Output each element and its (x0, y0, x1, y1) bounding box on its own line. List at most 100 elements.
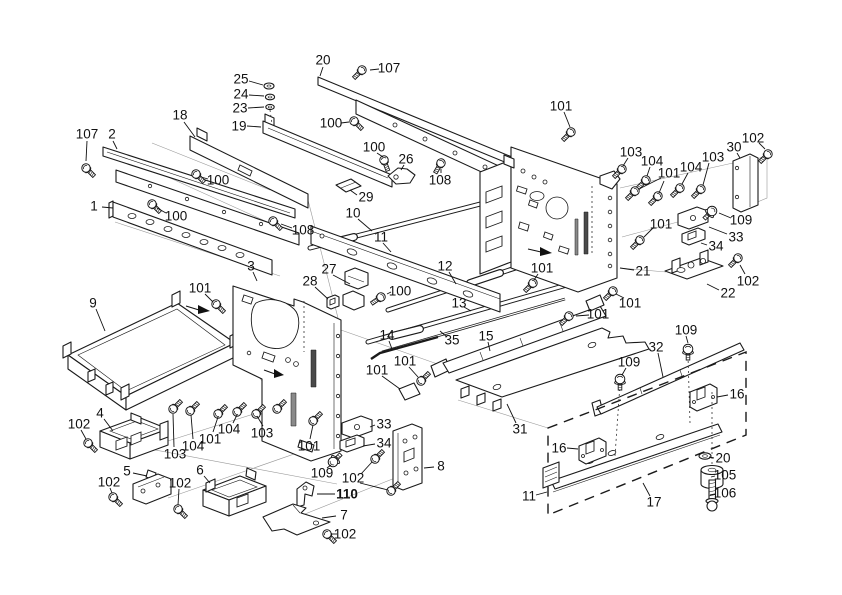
centerline (687, 355, 691, 424)
leader-line (340, 121, 350, 124)
part-16-bracket-upper (689, 383, 718, 412)
callout-109: 109 (730, 213, 753, 228)
callout-7: 7 (340, 508, 348, 523)
callout-109: 109 (618, 355, 641, 370)
callout-25: 25 (233, 72, 248, 87)
leader-line (200, 176, 209, 180)
part-21-side-frame (479, 146, 621, 293)
part-14-link (370, 335, 439, 360)
part-18-rail (189, 127, 309, 209)
callout-19: 19 (231, 119, 246, 134)
part-24-washer (264, 93, 276, 101)
leader-line (80, 429, 87, 440)
part-1-slide-rail (108, 200, 273, 276)
callout-34: 34 (376, 436, 392, 451)
leader-line (95, 308, 106, 332)
callout-26: 26 (398, 152, 413, 167)
callout-101: 101 (650, 217, 673, 232)
leader-line (369, 68, 380, 71)
callout-103: 103 (702, 150, 725, 165)
callout-11: 11 (374, 230, 388, 245)
callout-16: 16 (729, 387, 744, 402)
callout-6: 6 (196, 463, 204, 478)
leader-line (619, 267, 635, 271)
leader-line (204, 293, 214, 303)
leader-line (681, 172, 689, 185)
callout-103: 103 (620, 145, 643, 160)
leader-line (357, 218, 373, 232)
leader-line (252, 271, 258, 282)
callout-3: 3 (247, 259, 255, 274)
leader-line (388, 340, 393, 350)
part-31-plate (455, 327, 650, 412)
part-17-sled (542, 423, 723, 493)
part-4-housing (99, 412, 169, 460)
leader-line (709, 493, 716, 496)
leader-line (386, 291, 392, 295)
callout-29: 29 (358, 190, 373, 205)
callout-101: 101 (189, 281, 212, 296)
callout-28: 28 (302, 274, 317, 289)
leader-line (362, 443, 376, 447)
callout-101: 101 (658, 166, 681, 181)
leader-line (248, 94, 265, 97)
leader-line (212, 416, 219, 433)
part-25-washer (263, 82, 275, 90)
leader-line (535, 491, 548, 496)
callout-102: 102 (98, 475, 121, 490)
callout-102: 102 (742, 131, 765, 146)
callout-101: 101 (619, 296, 642, 311)
part-105-damper (700, 464, 724, 490)
leader-line (463, 306, 472, 312)
part-33-bracket-left (341, 415, 373, 439)
leader-line (156, 207, 167, 214)
callout-5: 5 (123, 464, 131, 479)
leader-line (232, 414, 238, 424)
leader-line (708, 456, 715, 459)
callout-100: 100 (165, 209, 188, 224)
part-3-side-frame (232, 285, 342, 462)
part-110-bracket (296, 481, 315, 508)
callout-17: 17 (646, 495, 661, 510)
callout-20: 20 (315, 53, 330, 68)
callout-109: 109 (675, 323, 698, 338)
leader-line (400, 164, 405, 171)
leader-line (708, 226, 728, 235)
leader-line (638, 177, 662, 190)
callout-109: 109 (311, 466, 334, 481)
callout-10: 10 (345, 206, 360, 221)
part-19-rail (262, 113, 393, 188)
callout-16: 16 (551, 441, 566, 456)
callout-108: 108 (292, 223, 315, 238)
callout-104: 104 (218, 422, 241, 437)
leader-line (643, 227, 654, 238)
callout-110: 110 (336, 487, 358, 502)
leader-line (566, 447, 579, 450)
part-7-plate (262, 503, 331, 536)
part-30-plate (732, 153, 759, 213)
callout-23: 23 (232, 101, 247, 116)
callout-101: 101 (531, 261, 554, 276)
leader-line (622, 157, 629, 167)
leader-line (736, 152, 741, 159)
leader-line (109, 487, 113, 494)
leader-line (190, 414, 194, 440)
part-32-bar (591, 342, 745, 417)
part-6-housing (202, 467, 267, 517)
detail-box-11 (547, 350, 747, 517)
callout-106: 106 (714, 486, 737, 501)
part-pad (398, 382, 421, 401)
part-33-bracket-right (677, 206, 709, 230)
callout-102: 102 (68, 417, 91, 432)
leader-line (758, 142, 766, 150)
leader-line (314, 286, 329, 300)
leader-line (321, 515, 337, 519)
leader-line (247, 106, 265, 109)
part-5-bracket (132, 469, 172, 505)
callout-2: 2 (108, 127, 116, 142)
leader-line (710, 475, 716, 478)
callout-22: 22 (720, 286, 735, 301)
leader-line (246, 125, 262, 128)
leader-line (716, 394, 729, 398)
